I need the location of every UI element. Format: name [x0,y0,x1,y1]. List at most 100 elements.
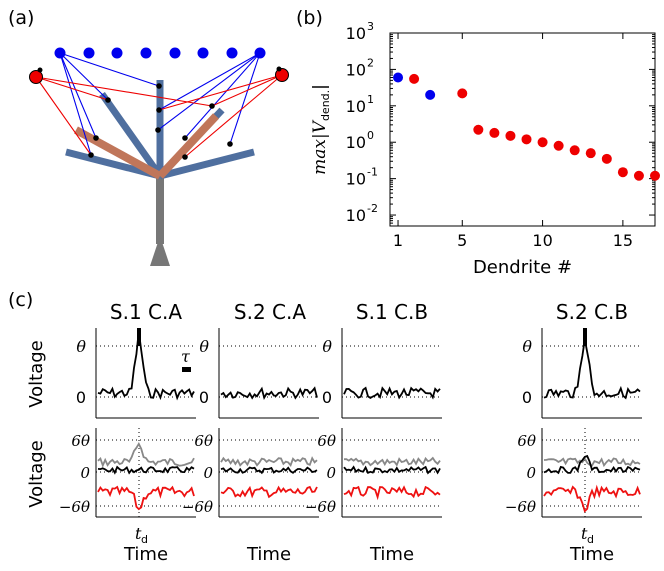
y-tick-exponent: 2 [367,56,374,69]
top-voltage-trace [543,339,641,400]
top-tick-theta: θ [199,337,209,356]
y-tick-label: 10 [346,206,366,225]
black-trace [543,454,641,475]
x-tick-label: 10 [532,231,552,250]
x-tick-label: 15 [613,231,633,250]
data-point-red [650,170,660,181]
soma-base [150,236,170,266]
bottom-tick: −6θ [505,498,536,516]
bottom-tick: 6θ [194,432,213,450]
y-tick-exponent: 1 [367,93,374,106]
top-tick-theta: θ [322,337,332,356]
panel-label-c: (c) [8,289,33,311]
data-point-blue [393,72,404,83]
red-trace [220,485,318,499]
y-tick-label: 10 [346,60,366,79]
tau-label: τ [181,347,191,366]
data-point-red [601,153,612,164]
spike-marker [137,328,141,346]
y-tick-exponent: 0 [367,129,374,142]
black-trace [220,466,318,475]
bottom-voltage-label: Voltage [26,440,47,508]
bottom-tick: −6θ [182,498,213,516]
x-axis-label: Dendrite # [473,257,572,278]
x-tick-label: 5 [457,231,467,250]
data-point-red [409,73,420,84]
td-subscript: d [587,533,594,546]
y-tick-label: 10 [346,97,366,116]
bottom-tick: 6θ [317,432,336,450]
data-point-blue [425,89,436,100]
data-point-red [585,148,596,159]
column-title: S.1 C.B [356,300,428,324]
time-label: Time [569,544,614,565]
y-tick-exponent: -1 [367,166,378,179]
soma-trunk [156,172,164,244]
red-trace [543,484,641,513]
bottom-tick: −6θ [305,498,336,516]
data-point-red [505,130,516,141]
neuron-diagram [29,47,289,266]
red-input-neurons [29,68,289,84]
top-tick-theta: θ [522,337,532,356]
column-title: S.2 C.B [556,300,628,324]
top-voltage-label: Voltage [26,340,47,408]
column-title: S.2 C.A [234,300,306,324]
top-tick-theta: θ [76,337,86,356]
panel-label-a: (a) [8,7,34,29]
bottom-tick: −6θ [59,498,90,516]
red-connections [35,74,283,158]
orange-dendrites [74,113,219,180]
time-label: Time [369,544,414,565]
blue-connections [59,52,261,156]
top-voltage-trace [343,386,441,400]
top-tick-zero: 0 [199,388,209,407]
bottom-tick: 0 [80,464,90,482]
red-trace [343,485,441,501]
x-tick-label: 1 [393,231,403,250]
top-tick-zero: 0 [322,388,332,407]
data-point-red [553,140,564,151]
data-point-red [489,127,500,138]
chart-frame [389,32,656,227]
td-subscript: d [141,533,148,546]
bottom-tick: 6θ [71,432,90,450]
data-point-red [633,170,644,181]
time-label: Time [246,544,291,565]
data-point-red [537,137,548,148]
spike-marker [583,328,587,346]
top-tick-zero: 0 [76,388,86,407]
black-trace [97,465,195,475]
bottom-tick: 0 [203,464,213,482]
column-title: S.1 C.A [110,300,182,324]
td-label: t [581,524,588,543]
time-label: Time [123,544,168,565]
black-trace [343,465,441,475]
y-tick-label: 10 [346,24,366,43]
gray-trace [97,442,195,468]
top-voltage-trace [97,330,195,401]
y-tick-label: 10 [346,133,366,152]
data-point-red [457,88,468,99]
blue-input-neurons [54,47,266,59]
gray-trace [220,456,318,467]
data-point-red [617,167,628,178]
bottom-tick: 0 [526,464,536,482]
tau-bar [182,367,191,372]
synapse-dots [88,83,233,160]
top-voltage-trace [220,386,318,401]
data-point-red [473,124,484,135]
data-point-red [569,145,580,156]
panel-label-b: (b) [296,7,323,29]
y-axis-label: max|Vdend.| [310,84,332,175]
bottom-tick: 6θ [517,432,536,450]
red-trace [97,485,195,511]
top-tick-zero: 0 [522,388,532,407]
y-tick-exponent: -2 [367,202,378,215]
bottom-tick: 0 [326,464,336,482]
td-label: t [135,524,142,543]
gray-trace [344,456,441,467]
